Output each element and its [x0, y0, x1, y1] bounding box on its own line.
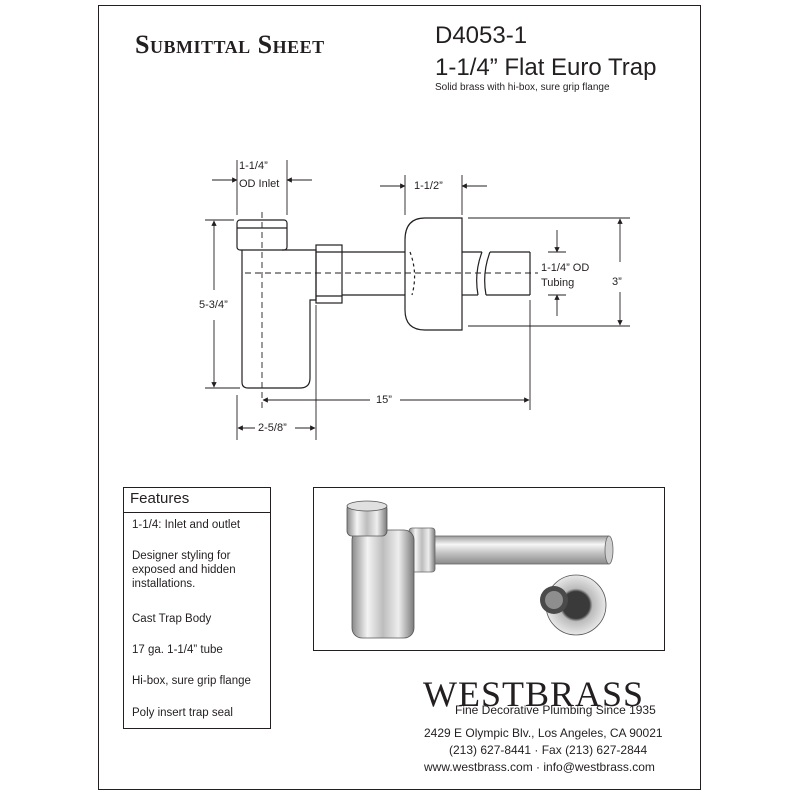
feature-item: Designer styling for exposed and hidden … — [132, 550, 236, 590]
part-name: 1-1/4” Flat Euro Trap — [435, 54, 657, 81]
feature-item: Cast Trap Body — [132, 613, 212, 625]
sheet-title: Submittal Sheet — [135, 30, 325, 59]
feature-item: 17 ga. 1-1/4” tube — [132, 644, 223, 656]
part-description: Solid brass with hi-box, sure grip flang… — [435, 82, 610, 93]
dim-trap-height-label: 5-3/4” — [199, 299, 228, 311]
feature-item: Hi-box, sure grip flange — [132, 675, 251, 687]
company-tagline: Fine Decorative Plumbing Since 1935 — [455, 703, 656, 717]
dim-tubing — [548, 230, 566, 316]
dim-flange-height-label: 3” — [612, 276, 622, 288]
feature-item: Poly insert trap seal — [132, 707, 233, 719]
company-logo: WESTBRASS — [423, 674, 645, 714]
dim-overall-length — [262, 300, 531, 410]
features-box: Features 1-1/4: Inlet and outlet Designe… — [123, 487, 271, 729]
feature-item: 1-1/4: Inlet and outlet — [132, 519, 241, 531]
dim-trap-height — [205, 219, 240, 389]
slip-nut — [315, 244, 343, 304]
dim-inlet — [212, 160, 312, 215]
outlet-tube — [342, 251, 531, 296]
flange — [404, 217, 463, 331]
dim-overall-length-label: 15” — [376, 394, 392, 406]
dim-inlet-label: OD Inlet — [239, 178, 280, 190]
company-address: 2429 E Olympic Blv., Los Angeles, CA 900… — [424, 726, 663, 740]
dim-trap-offset-label: 2-5/8” — [258, 422, 287, 434]
company-web[interactable]: www.westbrass.com · info@westbrass.com — [424, 760, 655, 774]
part-number: D4053-1 — [435, 22, 528, 49]
submittal-sheet-border — [98, 5, 701, 790]
dim-trap-offset — [236, 305, 317, 440]
trap-body — [241, 249, 317, 389]
dim-tubing-label: Tubing — [541, 277, 575, 289]
dim-flange-height — [468, 217, 630, 327]
dim-flange-width — [380, 175, 487, 215]
product-photo — [313, 487, 665, 651]
dim-flange-width-label: 1-1/2” — [414, 180, 443, 192]
center-lines — [245, 212, 538, 410]
dim-inlet-size: 1-1/4” — [239, 160, 268, 172]
company-phone: (213) 627-8441 · Fax (213) 627-2844 — [449, 743, 648, 757]
features-title: Features — [124, 488, 270, 513]
dim-tubing-size: 1-1/4” OD — [541, 262, 590, 274]
product-illustration — [346, 500, 614, 639]
